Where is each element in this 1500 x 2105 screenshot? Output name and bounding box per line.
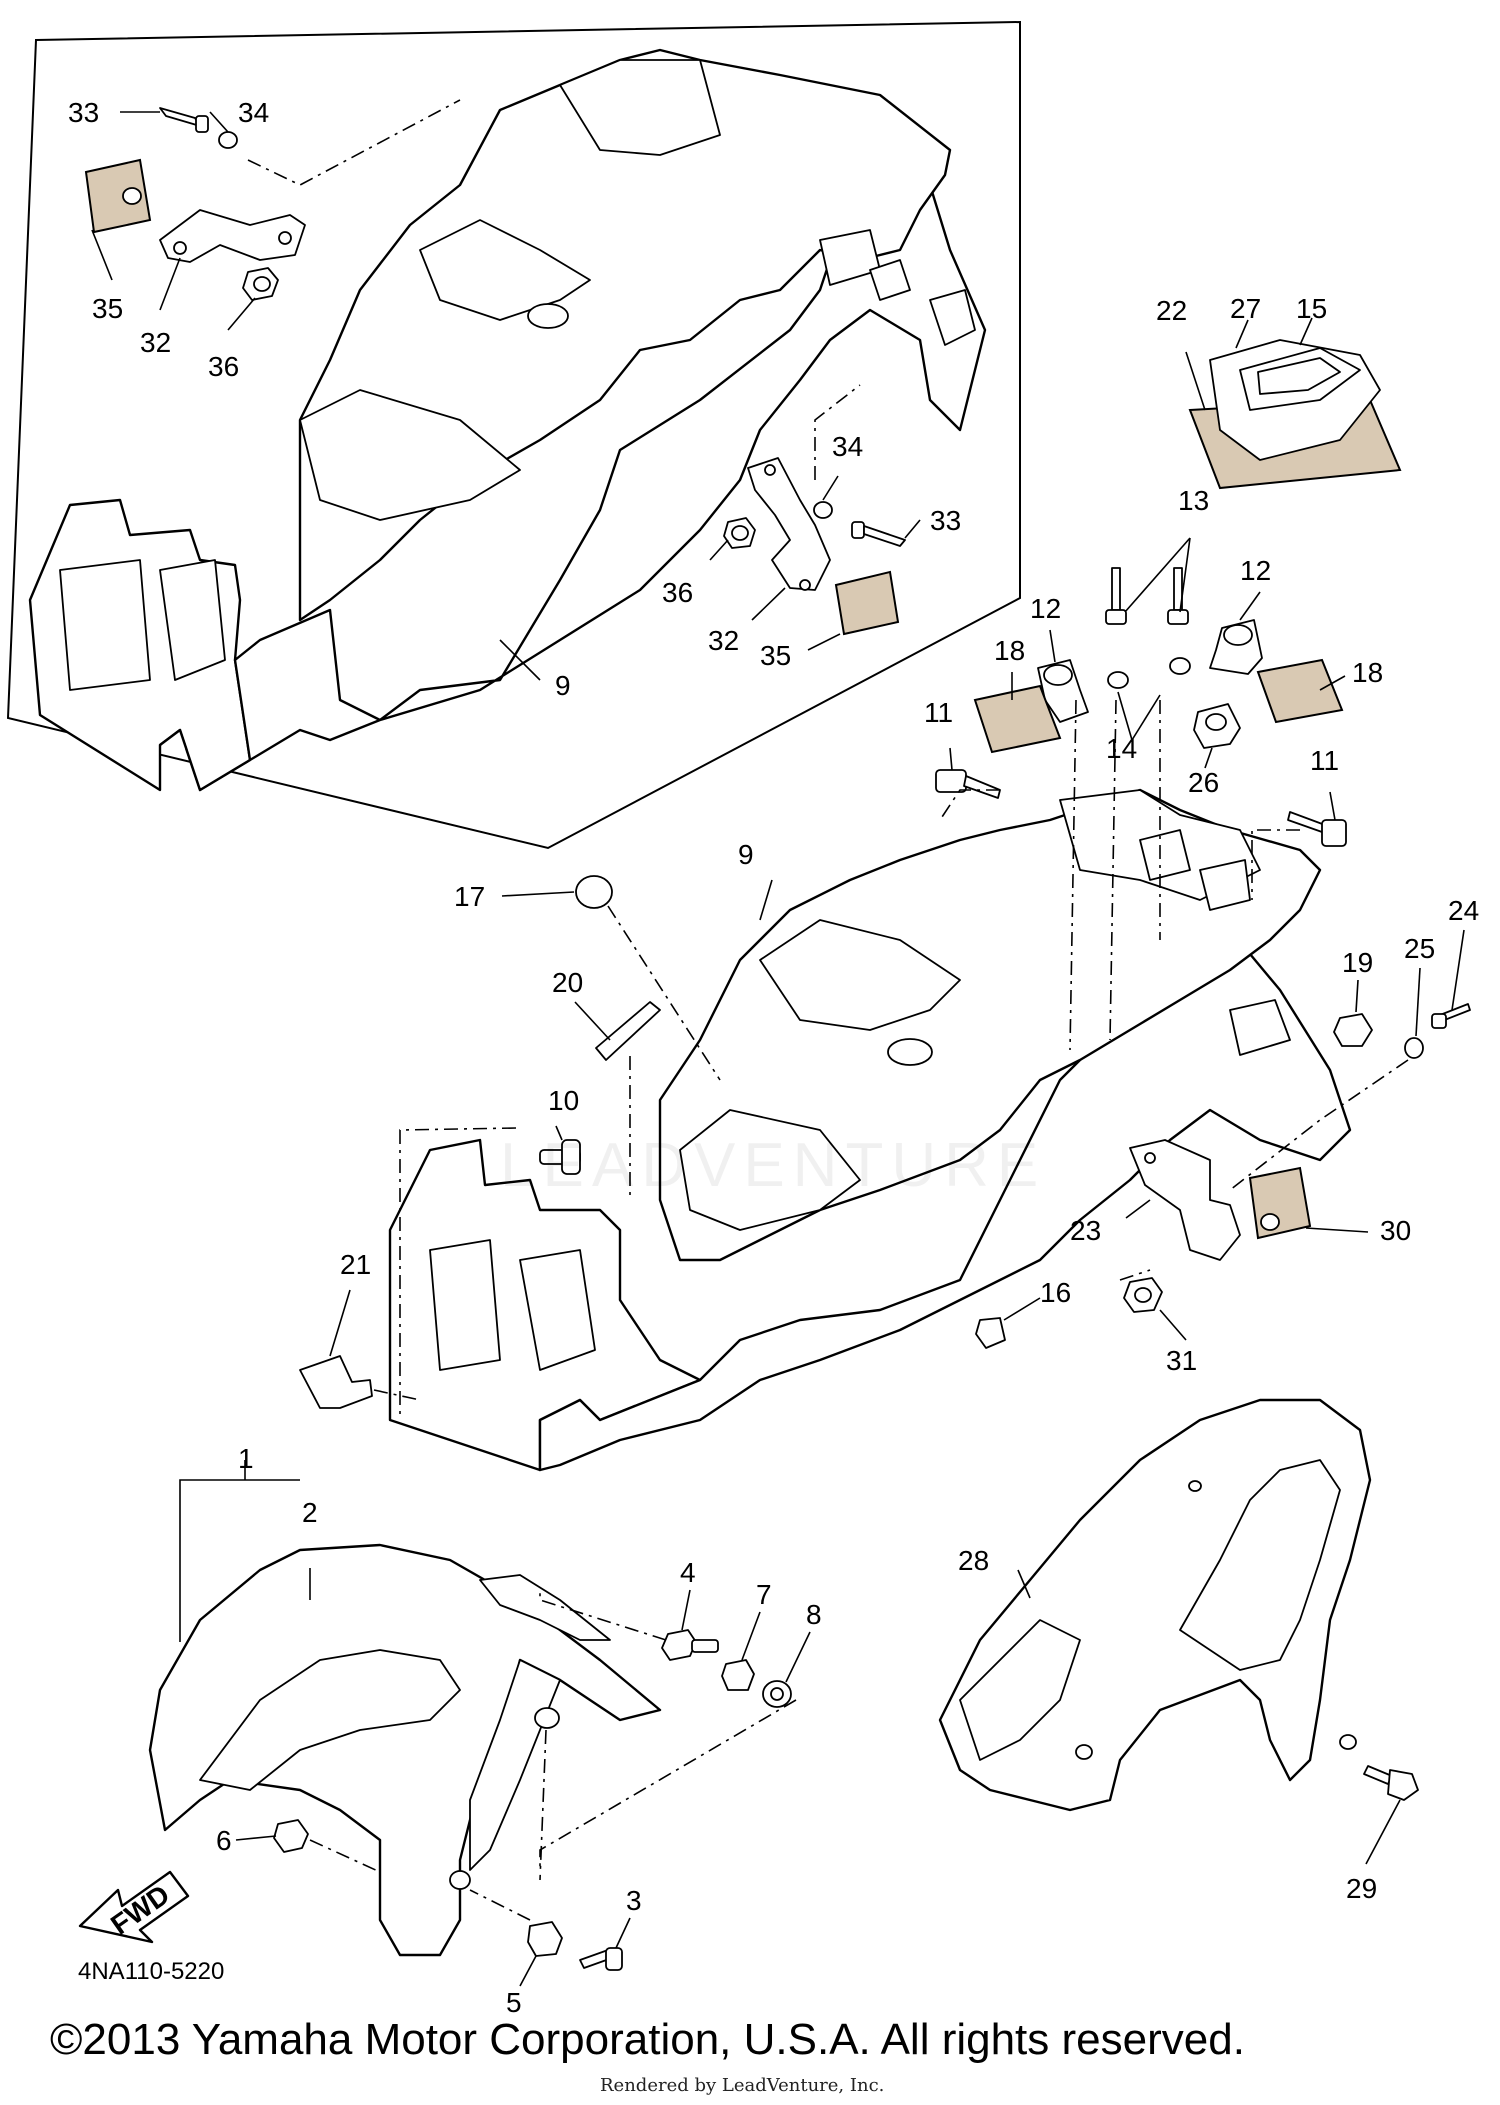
callout-1: 1 <box>238 1443 254 1474</box>
strap-set-15-22-27 <box>1188 339 1402 490</box>
washer-14-left <box>1107 671 1129 689</box>
watermark: LEADVENTURE <box>500 1131 1047 1200</box>
bolt-4 <box>661 1629 719 1661</box>
callout-9-inset: 9 <box>555 670 571 701</box>
washer-25 <box>1404 1037 1424 1059</box>
callout-12b: 12 <box>1240 555 1271 586</box>
nut-31 <box>1123 1277 1163 1313</box>
callout-24: 24 <box>1448 895 1479 926</box>
callout-13: 13 <box>1178 485 1209 516</box>
callout-16: 16 <box>1040 1277 1071 1308</box>
inset-frame <box>6 20 1021 850</box>
main-leaders <box>179 317 1465 1987</box>
callout-7: 7 <box>756 1579 772 1610</box>
seal-pad-18-right <box>1256 658 1344 724</box>
callout-22: 22 <box>1156 295 1187 326</box>
bolt-11-right <box>1287 811 1347 847</box>
bolt-11-left <box>935 769 1001 799</box>
collar-7 <box>721 1659 755 1691</box>
inset-bracket-32 <box>159 209 306 263</box>
bolt-10 <box>539 1139 581 1175</box>
callout-31: 31 <box>1166 1345 1197 1376</box>
reflector-30 <box>1248 1166 1312 1240</box>
inset-nut-36b <box>723 517 756 549</box>
inset-reflector-35b <box>834 570 900 636</box>
inset-washer-34b <box>813 501 833 519</box>
washer-14-right <box>1169 657 1191 675</box>
callout-30: 30 <box>1380 1215 1411 1246</box>
screw-24 <box>1431 1003 1471 1029</box>
callout-23: 23 <box>1070 1215 1101 1246</box>
rear-fender-28 <box>938 1398 1372 1812</box>
diagram-code: 4NA110-5220 <box>78 1958 225 1985</box>
callout-18b: 18 <box>1352 657 1383 688</box>
callout-4: 4 <box>680 1557 696 1588</box>
clamp-12-right <box>1209 619 1263 675</box>
callout-6: 6 <box>216 1825 232 1856</box>
callout-20: 20 <box>552 967 583 998</box>
callout-34: 34 <box>238 97 269 128</box>
callout-18a: 18 <box>994 635 1025 666</box>
copyright-notice: ©2013 Yamaha Motor Corporation, U.S.A. A… <box>50 2015 1245 2064</box>
cap-17 <box>575 875 613 909</box>
callout-2: 2 <box>302 1497 318 1528</box>
callout-15: 15 <box>1296 293 1327 324</box>
nut-19 <box>1333 1013 1373 1047</box>
callout-19: 19 <box>1342 947 1373 978</box>
callout-32: 32 <box>140 327 171 358</box>
seal-pad-18-left <box>973 684 1062 754</box>
callout-27: 27 <box>1230 293 1261 324</box>
callout-25: 25 <box>1404 933 1435 964</box>
callout-35b: 35 <box>760 640 791 671</box>
inset-reflector-35 <box>84 158 152 234</box>
front-fender-1-2 <box>148 1543 662 1957</box>
inset-bracket-32b <box>747 457 831 591</box>
main-rear-fender-9 <box>388 788 1352 1472</box>
callout-9-main: 9 <box>738 839 754 870</box>
callout-36b: 36 <box>662 577 693 608</box>
bolt-13-right <box>1167 567 1189 625</box>
nut-16 <box>975 1317 1006 1349</box>
callout-10: 10 <box>548 1085 579 1116</box>
callout-29: 29 <box>1346 1873 1377 1904</box>
fwd-arrow-icon: FWD <box>78 1870 190 1944</box>
callout-26: 26 <box>1188 767 1219 798</box>
callout-11a: 11 <box>924 697 953 728</box>
inset-nut-36 <box>242 267 279 301</box>
inset-leaders <box>91 99 921 681</box>
damper-26 <box>1193 703 1241 749</box>
callout-17: 17 <box>454 881 485 912</box>
callout-33: 33 <box>68 97 99 128</box>
collar-6 <box>273 1819 309 1853</box>
callout-35: 35 <box>92 293 123 324</box>
callout-21: 21 <box>340 1249 371 1280</box>
seal-20 <box>595 1001 661 1061</box>
callouts: 33 34 35 32 36 34 33 36 32 35 9 27 15 22… <box>68 97 1479 2018</box>
inset-bolt-33b <box>851 521 906 547</box>
collar-5 <box>527 1921 563 1957</box>
callout-33b: 33 <box>930 505 961 536</box>
callout-14: 14 <box>1106 733 1137 764</box>
callout-32b: 32 <box>708 625 739 656</box>
bolt-29 <box>1363 1765 1419 1801</box>
bolt-3 <box>579 1947 623 1971</box>
callout-5: 5 <box>506 1987 522 2018</box>
bracket-23 <box>1129 1139 1241 1261</box>
callout-3: 3 <box>626 1885 642 1916</box>
callout-8: 8 <box>806 1599 822 1630</box>
callout-34b: 34 <box>832 431 863 462</box>
washer-8 <box>762 1680 792 1708</box>
bolt-13-left <box>1105 567 1127 625</box>
inset-rear-fender-9 <box>28 48 987 792</box>
callout-11b: 11 <box>1310 745 1339 776</box>
callout-28: 28 <box>958 1545 989 1576</box>
holder-21 <box>299 1355 373 1409</box>
inset-bolt-33 <box>159 107 209 133</box>
rendered-by-credit: Rendered by LeadVenture, Inc. <box>600 2075 885 2096</box>
callout-36: 36 <box>208 351 239 382</box>
callout-12a: 12 <box>1030 593 1061 624</box>
inset-washer-34 <box>218 131 238 149</box>
